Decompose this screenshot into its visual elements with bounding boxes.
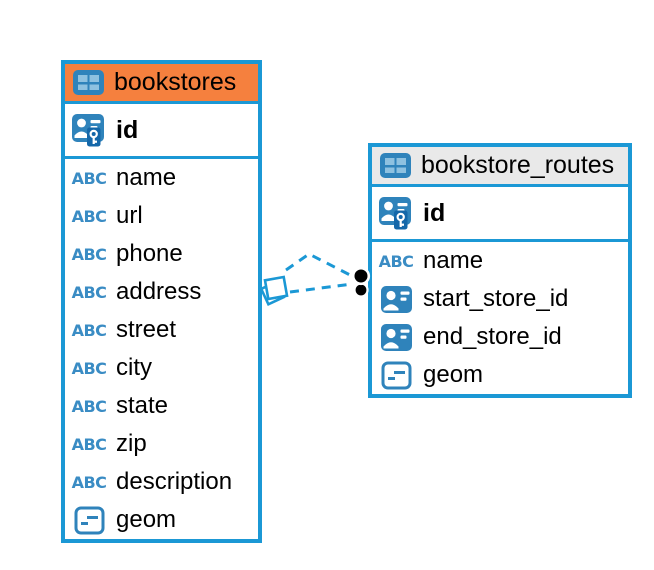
- geometry-icon: [70, 506, 108, 535]
- column-row-state[interactable]: ABC state: [65, 387, 258, 425]
- column-row-address[interactable]: ABC address: [65, 273, 258, 311]
- table-bookstore-routes[interactable]: bookstore_routes id ABC name start_store…: [368, 143, 632, 398]
- column-name: street: [116, 316, 177, 343]
- text-icon: ABC: [70, 169, 108, 188]
- column-name: name: [116, 164, 177, 191]
- column-name: end_store_id: [423, 323, 562, 350]
- table-bookstores[interactable]: bookstores id ABC name ABC url ABC phone…: [61, 60, 262, 543]
- column-name: start_store_id: [423, 285, 569, 312]
- column-row-url[interactable]: ABC url: [65, 197, 258, 235]
- text-icon: ABC: [70, 321, 108, 340]
- geometry-icon: [377, 361, 415, 390]
- reference-icon: [377, 285, 415, 314]
- column-row-id[interactable]: id: [65, 104, 258, 159]
- text-icon-glyph: ABC: [71, 282, 107, 302]
- column-name: state: [116, 392, 169, 419]
- text-icon-glyph: ABC: [71, 434, 107, 454]
- table-bookstores-header[interactable]: bookstores: [65, 64, 258, 104]
- table-bookstores-columns: id ABC name ABC url ABC phone ABC addres…: [65, 104, 258, 539]
- text-icon-glyph: ABC: [71, 244, 107, 264]
- text-icon-glyph: ABC: [71, 396, 107, 416]
- table-icon: [71, 69, 105, 96]
- table-icon: [378, 152, 412, 179]
- relation-target-dot-lower[interactable]: [353, 282, 369, 298]
- column-name: description: [116, 468, 233, 495]
- column-name: city: [116, 354, 152, 381]
- text-icon-glyph: ABC: [71, 320, 107, 340]
- column-row-street[interactable]: ABC street: [65, 311, 258, 349]
- table-bookstore-routes-header[interactable]: bookstore_routes: [372, 147, 628, 187]
- column-row-name[interactable]: ABC name: [65, 159, 258, 197]
- column-row-end_store_id[interactable]: end_store_id: [372, 318, 628, 356]
- text-icon: ABC: [377, 252, 415, 271]
- column-name: geom: [423, 361, 484, 388]
- text-icon-glyph: ABC: [71, 472, 107, 492]
- text-icon: ABC: [70, 245, 108, 264]
- text-icon-glyph: ABC: [71, 206, 107, 226]
- column-name: address: [116, 278, 202, 305]
- column-row-zip[interactable]: ABC zip: [65, 425, 258, 463]
- column-row-geom[interactable]: geom: [65, 501, 258, 539]
- text-icon: ABC: [70, 473, 108, 492]
- reference-icon: [377, 323, 415, 352]
- primary-key-icon: [377, 196, 415, 231]
- text-icon-glyph: ABC: [71, 168, 107, 188]
- column-row-start_store_id[interactable]: start_store_id: [372, 280, 628, 318]
- column-row-id[interactable]: id: [372, 187, 628, 242]
- column-row-name[interactable]: ABC name: [372, 242, 628, 280]
- text-icon: ABC: [70, 283, 108, 302]
- relation-target-dot-upper[interactable]: [351, 266, 371, 286]
- text-icon: ABC: [70, 359, 108, 378]
- relation-source-diamond[interactable]: [263, 275, 289, 301]
- table-name: bookstores: [114, 68, 237, 96]
- table-bookstore-routes-columns: id ABC name start_store_id end_store_id …: [372, 187, 628, 394]
- column-name: geom: [116, 506, 177, 533]
- column-name: id: [116, 115, 139, 144]
- text-icon-glyph: ABC: [71, 358, 107, 378]
- text-icon: ABC: [70, 207, 108, 226]
- column-row-geom[interactable]: geom: [372, 356, 628, 394]
- text-icon: ABC: [70, 397, 108, 416]
- column-name: id: [423, 198, 446, 227]
- table-name: bookstore_routes: [421, 151, 615, 179]
- relationship-line-end-store-id[interactable]: [289, 282, 353, 294]
- column-row-phone[interactable]: ABC phone: [65, 235, 258, 273]
- column-name: url: [116, 202, 143, 229]
- relation-source-diamond-back[interactable]: [259, 279, 286, 307]
- column-name: phone: [116, 240, 183, 267]
- primary-key-icon: [70, 113, 108, 148]
- relationship-line-start-store-id[interactable]: [285, 252, 353, 278]
- column-name: zip: [116, 430, 147, 457]
- text-icon-glyph: ABC: [378, 251, 414, 271]
- column-row-city[interactable]: ABC city: [65, 349, 258, 387]
- text-icon: ABC: [70, 435, 108, 454]
- column-name: name: [423, 247, 484, 274]
- column-row-description[interactable]: ABC description: [65, 463, 258, 501]
